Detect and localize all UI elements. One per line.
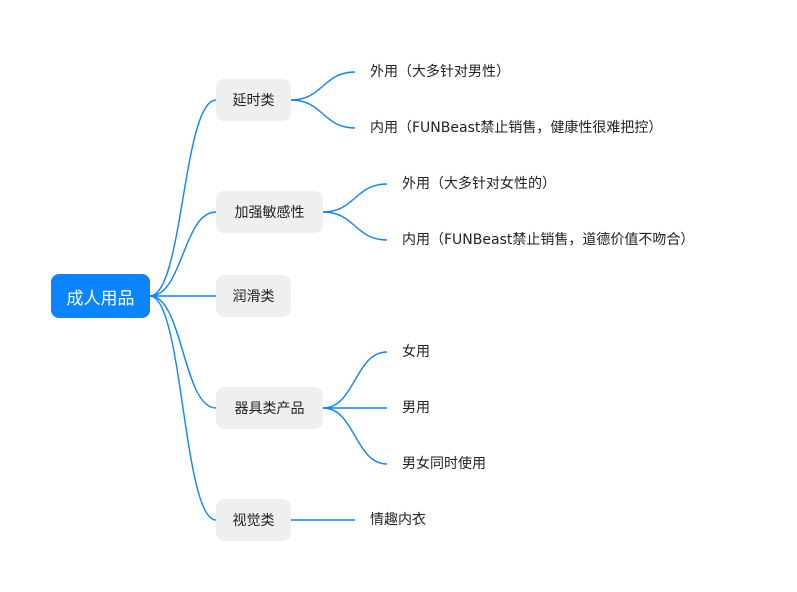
leaf-visual-lingerie[interactable]: 情趣内衣 [370, 512, 426, 528]
connector-sensitivity-1 [322, 211, 388, 241]
branch-sensitivity[interactable]: 加强敏感性 [216, 191, 323, 233]
connector-delay-1 [290, 99, 356, 129]
root-node[interactable]: 成人用品 [51, 274, 150, 318]
branch-delay[interactable]: 延时类 [216, 79, 291, 121]
root-connector-0 [149, 99, 217, 297]
connector-devices-2 [322, 407, 388, 465]
branch-devices[interactable]: 器具类产品 [216, 387, 323, 429]
root-connector-1 [149, 211, 217, 297]
connector-sensitivity-0 [322, 183, 388, 213]
leaf-devices-male[interactable]: 男用 [402, 400, 430, 416]
branch-visual[interactable]: 视觉类 [216, 499, 291, 541]
leaf-delay-external[interactable]: 外用（大多针对男性） [370, 64, 510, 80]
connector-delay-0 [290, 71, 356, 101]
connector-devices-0 [322, 351, 388, 409]
root-connector-4 [149, 295, 217, 521]
leaf-devices-female[interactable]: 女用 [402, 344, 430, 360]
leaf-sensitivity-external[interactable]: 外用（大多针对女性的） [402, 176, 556, 192]
branch-lubricant[interactable]: 润滑类 [216, 275, 291, 317]
leaf-delay-internal[interactable]: 内用（FUNBeast禁止销售，健康性很难把控） [370, 120, 663, 136]
root-connector-3 [149, 295, 217, 409]
leaf-sensitivity-internal[interactable]: 内用（FUNBeast禁止销售，道德价值不吻合） [402, 232, 695, 248]
leaf-devices-couple[interactable]: 男女同时使用 [402, 456, 486, 472]
